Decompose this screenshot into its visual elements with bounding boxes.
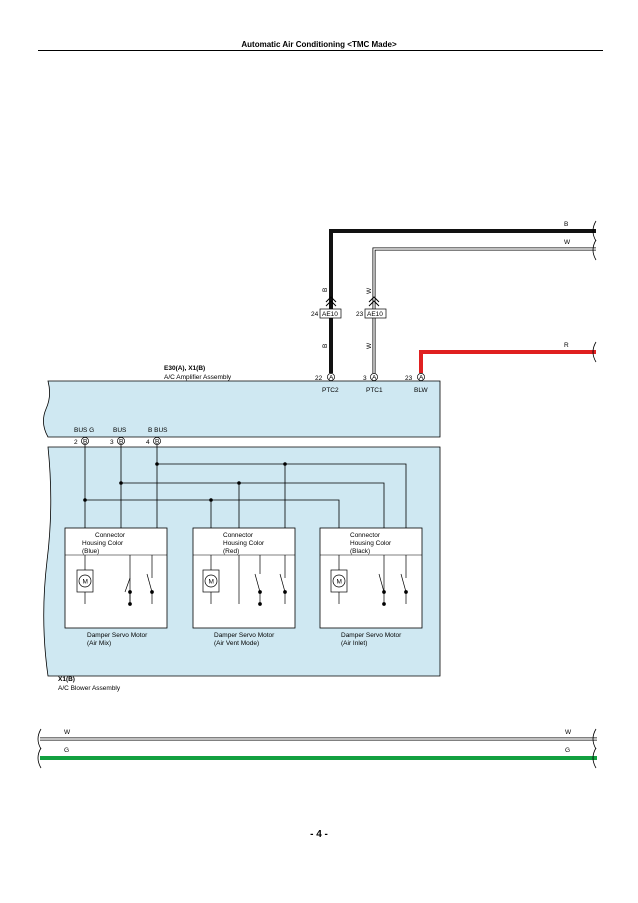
junction-left-label: AE10 (322, 311, 338, 318)
connector-housing-label: Housing Color (223, 540, 265, 547)
bus-pin-number: 3 (110, 439, 114, 446)
junction-left-pin: 24 (311, 311, 319, 318)
top-wire-r (419, 341, 597, 373)
servo-motor-air-vent-mode: Connector Housing Color (Red) M Damper S… (192, 527, 296, 647)
junction-right-label: AE10 (367, 311, 383, 318)
amp-pin-number: 3 (363, 375, 367, 382)
amp-pin-label: BLW (414, 387, 428, 394)
connector-label: Connector (95, 532, 126, 539)
motor-name: Damper Servo Motor (87, 632, 148, 639)
connector-label: Connector (223, 532, 254, 539)
wire-label-b-upper: B (322, 288, 329, 292)
wire-label-b-lower: B (322, 344, 329, 348)
blower-description: A/C Blower Assembly (58, 685, 121, 692)
junction-right-pin: 23 (356, 311, 364, 318)
motor-icon (330, 555, 348, 604)
amp-pin-connector (370, 373, 378, 381)
wire-label-b: B (564, 221, 568, 228)
servo-motor-air-mix: Connector Housing Color (Blue) M Damper … (64, 527, 168, 647)
bottom-wire-label-w-left: W (64, 729, 71, 736)
motor-function: (Air Inlet) (341, 640, 367, 647)
amp-pin-label: PTC1 (366, 387, 383, 394)
amp-pin-number: 23 (405, 375, 413, 382)
connector-housing-label: Housing Color (82, 540, 124, 547)
motor-symbol: M (83, 579, 88, 586)
switch-icon (238, 555, 287, 606)
connector-color-label: (Red) (223, 548, 239, 555)
amp-pin-conn-letter: A (372, 375, 377, 382)
bottom-wire-g (37, 747, 597, 769)
servo-motor-air-inlet: Connector Housing Color (Black) M Damper… (319, 527, 423, 647)
wire-label-w-upper: W (366, 287, 373, 294)
amp-pin-number: 22 (315, 375, 323, 382)
motor-function: (Air Mix) (87, 640, 111, 647)
bus-pin-label: B BUS (148, 427, 168, 434)
connector-housing-label: Housing Color (350, 540, 392, 547)
switch-icon (124, 555, 154, 606)
bus-pin-label: BUS G (74, 427, 94, 434)
header-divider (38, 50, 603, 51)
bottom-wire-w (37, 728, 597, 750)
top-wire-w (372, 239, 597, 373)
bus-pin-number: 2 (74, 439, 78, 446)
motor-name: Damper Servo Motor (214, 632, 275, 639)
motor-icon (202, 555, 220, 604)
bus-pin-label: BUS (113, 427, 127, 434)
bottom-wire-label-g-right: G (565, 747, 570, 754)
motor-symbol: M (337, 579, 342, 586)
bottom-wire-label-w-right: W (565, 729, 572, 736)
amp-pin-conn-letter: A (419, 375, 424, 382)
motor-icon (76, 555, 94, 604)
page-title: Automatic Air Conditioning <TMC Made> (241, 40, 397, 49)
junction-connector-left (319, 296, 342, 319)
bus-pin-connector (81, 437, 89, 445)
motor-function: (Air Vent Mode) (214, 640, 259, 647)
bus-pin-conn-letter: B (155, 439, 159, 446)
amp-pin-connector (417, 373, 425, 381)
amp-pin-label: PTC2 (322, 387, 339, 394)
wire-label-r: R (564, 342, 569, 349)
motor-name: Damper Servo Motor (341, 632, 402, 639)
connector-color-label: (Black) (350, 548, 370, 555)
blower-name: X1(B) (58, 676, 75, 683)
bottom-wire-label-g-left: G (64, 747, 69, 754)
bus-pin-number: 4 (146, 439, 150, 446)
bus-wiring (84, 445, 407, 528)
motor-symbol: M (209, 579, 214, 586)
amplifier-name: E30(A), X1(B) (164, 365, 205, 372)
connector-color-label: (Blue) (82, 548, 99, 555)
wire-label-w: W (564, 239, 571, 246)
bus-pin-conn-letter: B (83, 439, 87, 446)
amp-pin-conn-letter: A (329, 375, 334, 382)
connector-label: Connector (350, 532, 381, 539)
amplifier-description: A/C Amplifier Assembly (164, 374, 232, 381)
page-number: - 4 - (310, 829, 328, 840)
wire-label-w-lower: W (366, 342, 373, 349)
junction-connector-right (364, 296, 387, 319)
bus-pin-connector (153, 437, 161, 445)
amplifier-housing (43, 380, 441, 438)
bus-pin-conn-letter: B (119, 439, 123, 446)
bus-junction-dots (83, 462, 287, 502)
amp-pin-connector (327, 373, 335, 381)
switch-icon (378, 555, 408, 606)
top-wire-b (329, 220, 597, 373)
bus-pin-connector (117, 437, 125, 445)
